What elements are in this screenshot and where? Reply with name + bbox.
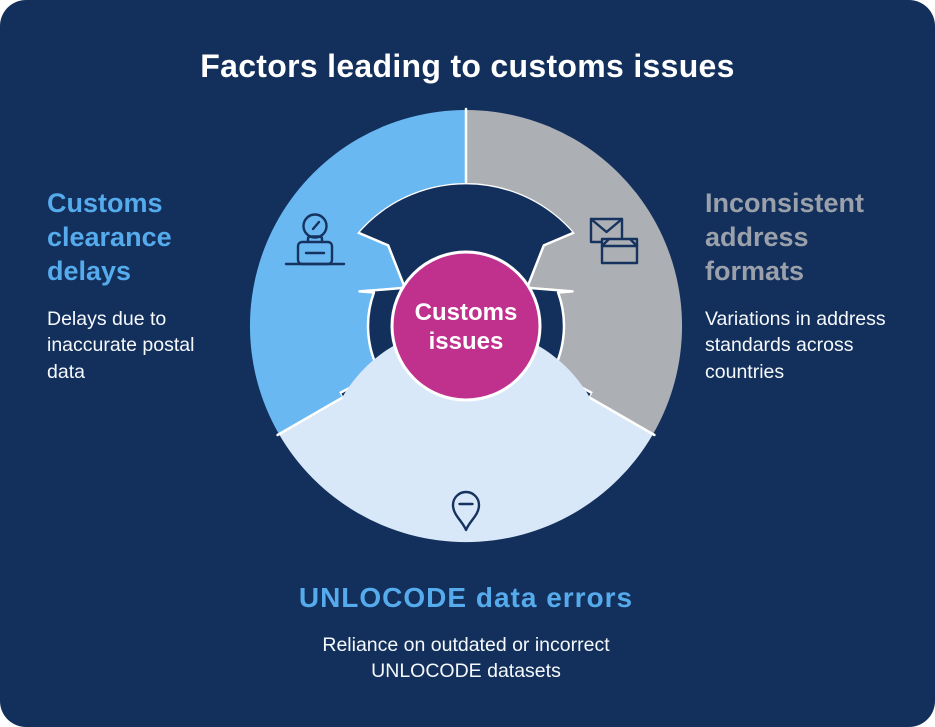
ring-segment-address-formats	[466, 110, 683, 434]
factor-description: Variations in address standards across c…	[705, 308, 886, 383]
ring-segment-customs-delays	[249, 109, 466, 434]
factor-title: Inconsistent address formats	[705, 188, 865, 287]
hub-label: Customs issues	[414, 299, 518, 356]
factor-description: Reliance on outdated or incorrect UNLOCO…	[322, 634, 610, 683]
cycle-diagram-svg	[249, 107, 683, 543]
factor-description: Delays due to inaccurate postal data	[47, 308, 195, 383]
customs-cycle-diagram	[246, 106, 686, 546]
hub-circle	[390, 250, 542, 402]
envelopes-icon	[589, 217, 639, 265]
factor-title: UNLOCODE data errors	[298, 582, 634, 613]
ring-segment-unlocode-errors	[278, 326, 654, 543]
segment-divider-lines	[276, 107, 656, 437]
page-title: Factors leading to customs issues	[200, 48, 735, 84]
location-pin-minus-icon	[451, 490, 481, 532]
factor-title: Customs clearance delays	[47, 188, 172, 287]
customs-desk-clock-icon	[284, 213, 346, 266]
